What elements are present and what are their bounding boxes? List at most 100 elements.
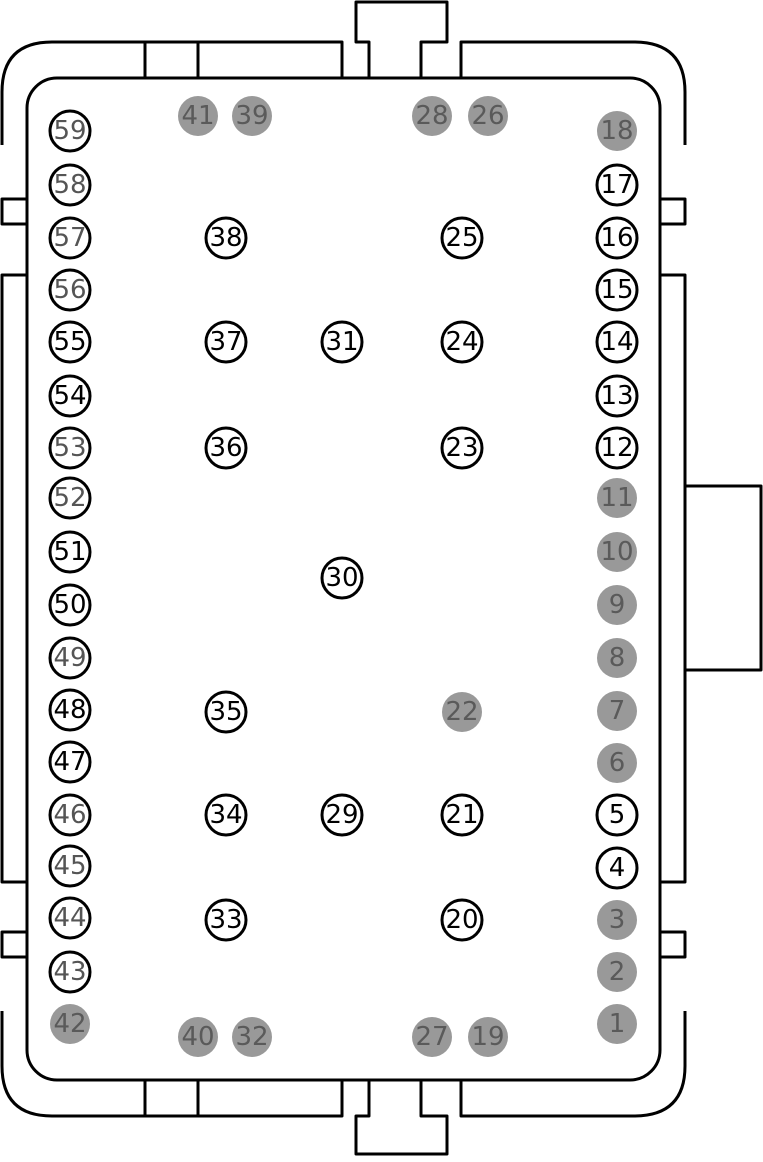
right-key (685, 484, 763, 672)
pin-32-contact (232, 1017, 272, 1057)
pin-19-label: 19 (471, 1022, 504, 1052)
pin-17: 17 (595, 163, 639, 207)
pin-45-contact (48, 844, 92, 888)
pin-18-contact (597, 111, 637, 151)
pin-52-contact (48, 476, 92, 520)
pin-4: 4 (595, 846, 639, 890)
pin-39: 39 (232, 96, 272, 136)
pin-10-label: 10 (600, 537, 633, 567)
pin-55-contact (48, 320, 92, 364)
pin-30-label: 30 (325, 563, 358, 593)
pin-36-label: 36 (209, 433, 242, 463)
housing-outer-top-right (459, 40, 687, 145)
pin-1: 1 (597, 1004, 637, 1044)
pin-12-label: 12 (600, 433, 633, 463)
housing-outer-bottom-left (0, 1011, 344, 1118)
pin-41-contact (178, 96, 218, 136)
pin-4-label: 4 (609, 853, 626, 883)
pin-23-label: 23 (445, 433, 478, 463)
pin-20-contact (440, 898, 484, 942)
pin-47-label: 47 (53, 747, 86, 777)
pin-9: 9 (597, 585, 637, 625)
pin-32: 32 (232, 1017, 272, 1057)
pin-7: 7 (597, 691, 637, 731)
pin-35-label: 35 (209, 697, 242, 727)
pin-40-label: 40 (181, 1022, 214, 1052)
pin-54-contact (48, 374, 92, 418)
pin-56: 56 (48, 268, 92, 312)
top-latch (354, 0, 449, 78)
pin-38-label: 38 (209, 223, 242, 253)
pin-18: 18 (597, 111, 637, 151)
pin-53: 53 (48, 426, 92, 470)
pin-47: 47 (48, 740, 92, 784)
pin-28: 28 (412, 96, 452, 136)
pin-34-contact (204, 793, 248, 837)
pin-43: 43 (48, 950, 92, 994)
pin-5-label: 5 (609, 800, 626, 830)
pin-19-contact (468, 1017, 508, 1057)
pin-50: 50 (48, 583, 92, 627)
pin-54-label: 54 (53, 381, 86, 411)
pin-3-contact (597, 900, 637, 940)
pin-20: 20 (440, 898, 484, 942)
pin-36: 36 (204, 426, 248, 470)
pin-49-contact (48, 636, 92, 680)
pin-31-label: 31 (325, 327, 358, 357)
pin-31: 31 (320, 320, 364, 364)
pin-46: 46 (48, 793, 92, 837)
pin-56-contact (48, 268, 92, 312)
pin-50-label: 50 (53, 590, 86, 620)
pin-35: 35 (204, 690, 248, 734)
pin-59-label: 59 (53, 116, 86, 146)
pin-57: 57 (48, 216, 92, 260)
pin-27-contact (412, 1017, 452, 1057)
pin-25-label: 25 (445, 223, 478, 253)
pin-49: 49 (48, 636, 92, 680)
pin-31-contact (320, 320, 364, 364)
pin-10-contact (597, 532, 637, 572)
pin-22-contact (442, 692, 482, 732)
pin-4-contact (595, 846, 639, 890)
pin-13-contact (595, 374, 639, 418)
pin-23-contact (440, 426, 484, 470)
pin-58-contact (48, 163, 92, 207)
pin-17-contact (595, 163, 639, 207)
right-tab-bottom (660, 930, 687, 959)
pin-12: 12 (595, 426, 639, 470)
pin-42: 42 (50, 1004, 90, 1044)
pin-30-contact (320, 556, 364, 600)
pin-34-label: 34 (209, 800, 242, 830)
pin-11-contact (597, 478, 637, 518)
pin-58-label: 58 (53, 170, 86, 200)
pin-33-contact (204, 898, 248, 942)
pin-16-contact (595, 216, 639, 260)
pin-7-contact (597, 691, 637, 731)
pin-26: 26 (468, 96, 508, 136)
pin-52: 52 (48, 476, 92, 520)
pin-8-label: 8 (609, 643, 626, 673)
bottom-latch (354, 1080, 449, 1156)
pin-3: 3 (597, 900, 637, 940)
pin-24-contact (440, 320, 484, 364)
pin-21-contact (440, 793, 484, 837)
pin-6-label: 6 (609, 748, 626, 778)
pin-43-label: 43 (53, 957, 86, 987)
pin-53-label: 53 (53, 433, 86, 463)
pin-14: 14 (595, 320, 639, 364)
pin-52-label: 52 (53, 483, 86, 513)
pin-14-label: 14 (600, 327, 633, 357)
right-tab-top (660, 197, 687, 226)
pin-44: 44 (48, 896, 92, 940)
pin-13: 13 (595, 374, 639, 418)
pin-8: 8 (597, 638, 637, 678)
pin-21: 21 (440, 793, 484, 837)
pin-3-label: 3 (609, 905, 626, 935)
pin-30: 30 (320, 556, 364, 600)
pin-6-contact (597, 743, 637, 783)
pin-2: 2 (597, 952, 637, 992)
pin-40-contact (178, 1017, 218, 1057)
